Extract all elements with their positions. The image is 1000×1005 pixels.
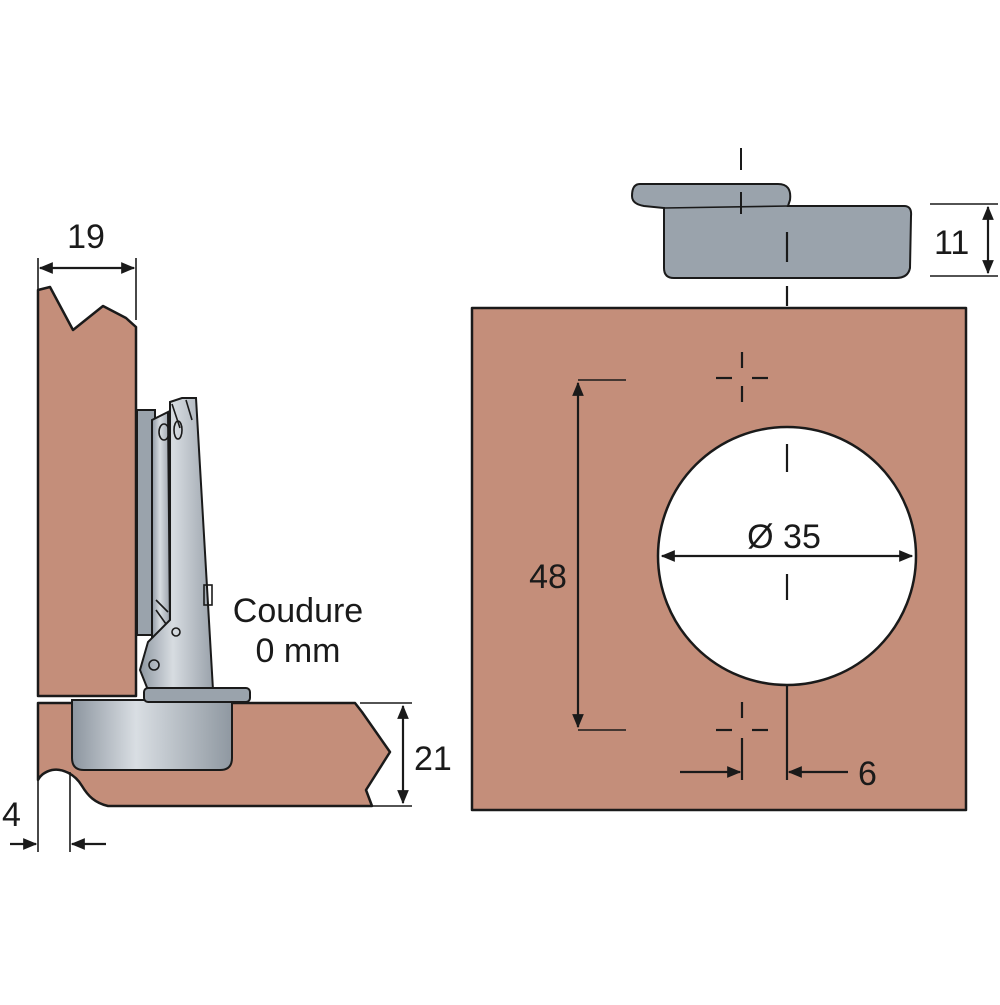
hinge-arm [136,397,215,691]
plate-height-label: 11 [934,224,969,262]
front-view: Ø 35 48 6 11 [470,148,998,812]
cup-diameter-label: Ø 35 [747,518,821,556]
hinge-cup [71,699,233,771]
cup-flange [143,687,251,703]
overlay-label-line1: Coudure [233,592,363,630]
side-view: 19 21 4 Coudure 0 mm [2,218,452,852]
screw-spacing-label: 48 [529,558,567,596]
overlay-label-line2: 0 mm [256,632,341,670]
screw-mark-bottom [716,702,768,756]
cabinet-thickness-label: 21 [414,740,452,778]
door-panel [36,285,138,698]
offset-label: 4 [2,796,21,834]
screw-mark-top [716,352,768,402]
edge-distance-label: 6 [858,755,877,793]
top-plate [630,183,913,279]
door-thickness-label: 19 [67,218,105,256]
